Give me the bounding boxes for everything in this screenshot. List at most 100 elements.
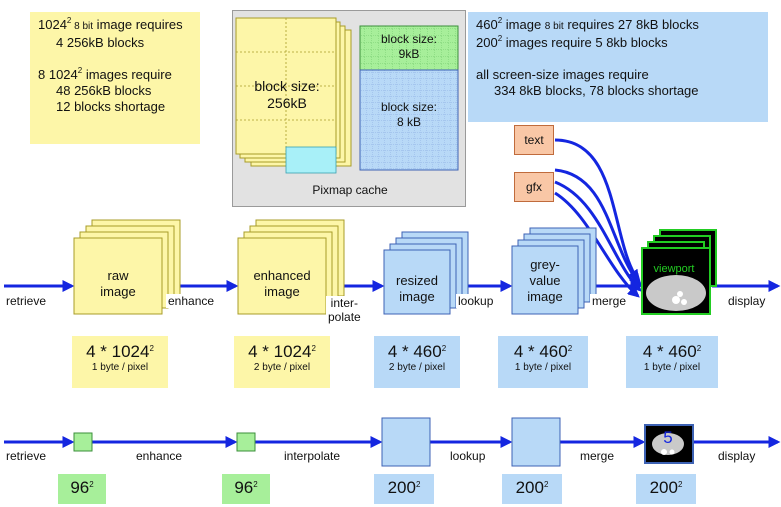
note-left-line-1-part: 4 256kB blocks (56, 35, 145, 50)
note-left-line-5: 12 blocks shortage (38, 99, 192, 115)
cache-block-9kb-label: block size: 9kB (360, 32, 458, 62)
stage-label-raw: raw image (74, 268, 162, 300)
flow-top-display: display (726, 294, 768, 308)
bottom-size-raw-base: 96 (70, 478, 90, 497)
cache-block-8kb-line2: 8 kB (396, 115, 421, 129)
note-right-line-4: 334 8kB blocks, 78 blocks shortage (476, 83, 760, 99)
bottom-size-viewport-value: 2002 (636, 474, 696, 498)
stage-size-raw-sub: 1 byte / pixel (91, 362, 149, 373)
note-left-line-5-part: 12 blocks shortage (56, 99, 166, 114)
bottom-size-raw-value: 962 (58, 474, 106, 498)
pixmap-cache-label: Pixmap cache (312, 183, 388, 197)
bottom-size-resized-sup: 2 (415, 480, 421, 489)
stage-size-enhanced-sub: 2 byte / pixel (253, 362, 311, 373)
stage-size-viewport-value: 4 * 4602 (626, 336, 718, 362)
stage-label-enhanced-line2: image (264, 284, 300, 299)
flow-bottom-merge: merge (578, 449, 617, 463)
stage-label-raw-line1: raw (107, 268, 129, 283)
flow-top-merge: merge (590, 294, 629, 308)
stage-size-raw-base: 4 * 1024 (86, 342, 150, 361)
bottom-size-raw-sup: 2 (89, 480, 94, 489)
stage-size-resized-sup: 2 (441, 344, 447, 353)
note-left-line-4: 48 256kB blocks (38, 83, 192, 99)
note-left-line-0-part: 2 (66, 16, 72, 25)
stage-size-resized: 4 * 4602 2 byte / pixel (374, 336, 460, 388)
stage-label-viewport-line1: viewport (653, 263, 695, 275)
stage-size-raw-sup: 2 (149, 344, 154, 353)
note-right-line-1-part: 200 (476, 35, 498, 50)
stage-label-greyvalue-line1: grey- (530, 257, 560, 272)
note-left-line-3-part: 8 1024 (38, 67, 78, 82)
bottom-node-raw (73, 432, 93, 452)
stage-size-greyvalue-sup: 2 (567, 344, 573, 353)
flow-top-lookup: lookup (456, 294, 496, 308)
note-left-line-0-part: 1024 (38, 17, 67, 32)
note-left-line-3-part: images require (82, 67, 172, 82)
bottom-size-viewport-sup: 2 (677, 480, 683, 489)
note-right-line-0-part: requires 27 8kB blocks (563, 17, 699, 32)
note-left-line-3-part: 2 (77, 66, 83, 75)
flow-bottom-retrieve: retrieve (4, 449, 49, 463)
stage-size-greyvalue-base: 4 * 460 (513, 342, 568, 361)
stage-size-enhanced: 4 * 10242 2 byte / pixel (234, 336, 330, 388)
note-right-line-1-part: images require 5 8kb blocks (502, 35, 668, 50)
note-right-line-4-part: 334 8kB blocks, 78 blocks shortage (494, 83, 699, 98)
note-right-line-0-part: 8 bit (544, 21, 564, 32)
bottom-size-greyvalue-base: 200 (515, 478, 544, 497)
note-left-line-4-part: 48 256kB blocks (56, 83, 152, 98)
stage-stack-raw (73, 219, 181, 315)
cache-block-8kb-label: block size: 8 kB (360, 100, 458, 130)
bottom-node-viewport (644, 424, 694, 464)
stage-size-greyvalue-sub: 1 byte / pixel (514, 362, 572, 373)
note-right-line-0-part: 460 (476, 17, 498, 32)
flow-top-interpolate: inter- polate (326, 296, 363, 324)
stage-label-resized-line2: image (399, 289, 435, 304)
note-right-line-0-part: image (502, 17, 545, 32)
stage-label-viewport: viewport (646, 261, 702, 277)
cache-block-small (359, 25, 459, 171)
flow-bottom-display: display (716, 449, 758, 463)
cache-block-256kb-line1: block size: (254, 78, 320, 94)
stage-stack-viewport (641, 229, 717, 315)
note-right-line-1-part: 2 (497, 34, 503, 43)
flow-top-retrieve: retrieve (4, 294, 49, 308)
stage-size-resized-sub: 2 byte / pixel (388, 362, 446, 373)
flow-top-interpolate-line1: inter- (330, 296, 359, 310)
note-right-line-1: 2002 images require 5 8kb blocks (476, 35, 760, 51)
note-right-line-3-part: all screen-size images require (476, 67, 649, 82)
bottom-size-enhanced: 962 (222, 474, 270, 504)
cache-block-8kb-line1: block size: (380, 100, 438, 114)
stage-label-resized: resized image (384, 273, 450, 305)
stage-size-raw: 4 * 10242 1 byte / pixel (72, 336, 168, 388)
stage-label-greyvalue-line3: image (527, 289, 563, 304)
cache-block-256kb-label: block size: 256kB (242, 78, 332, 112)
bottom-size-enhanced-base: 96 (234, 478, 254, 497)
stage-label-enhanced: enhanced image (238, 268, 326, 300)
note-left-line-0-part: image requires (93, 17, 183, 32)
bottom-size-resized-value: 2002 (374, 474, 434, 498)
stage-size-viewport-sub: 1 byte / pixel (643, 362, 701, 373)
stage-size-greyvalue-value: 4 * 4602 (498, 336, 588, 362)
note-left-line-0-part: 8 bit (71, 21, 94, 32)
flow-bottom-enhance: enhance (134, 449, 185, 463)
flow-bottom-lookup: lookup (448, 449, 488, 463)
note-right-line-0-part: 2 (497, 16, 503, 25)
flow-top-enhance: enhance (166, 294, 217, 308)
stage-size-viewport-base: 4 * 460 (642, 342, 697, 361)
stage-label-greyvalue: grey- value image (512, 257, 578, 305)
bottom-size-greyvalue-value: 2002 (502, 474, 562, 498)
bottom-size-greyvalue: 2002 (502, 474, 562, 504)
bottom-node-greyvalue (511, 417, 561, 467)
stage-label-enhanced-line1: enhanced (253, 268, 311, 283)
note-left-line-0: 10242 8 bit image requires (38, 17, 192, 35)
stage-stack-greyvalue (511, 227, 597, 315)
bottom-viewport-number: 5 (663, 428, 673, 447)
bottom-size-viewport: 2002 (636, 474, 696, 504)
note-left-line-3: 8 10242 images require (38, 67, 192, 83)
bottom-size-enhanced-sup: 2 (253, 480, 258, 489)
stage-size-resized-value: 4 * 4602 (374, 336, 460, 362)
bottom-node-enhanced (236, 432, 256, 452)
